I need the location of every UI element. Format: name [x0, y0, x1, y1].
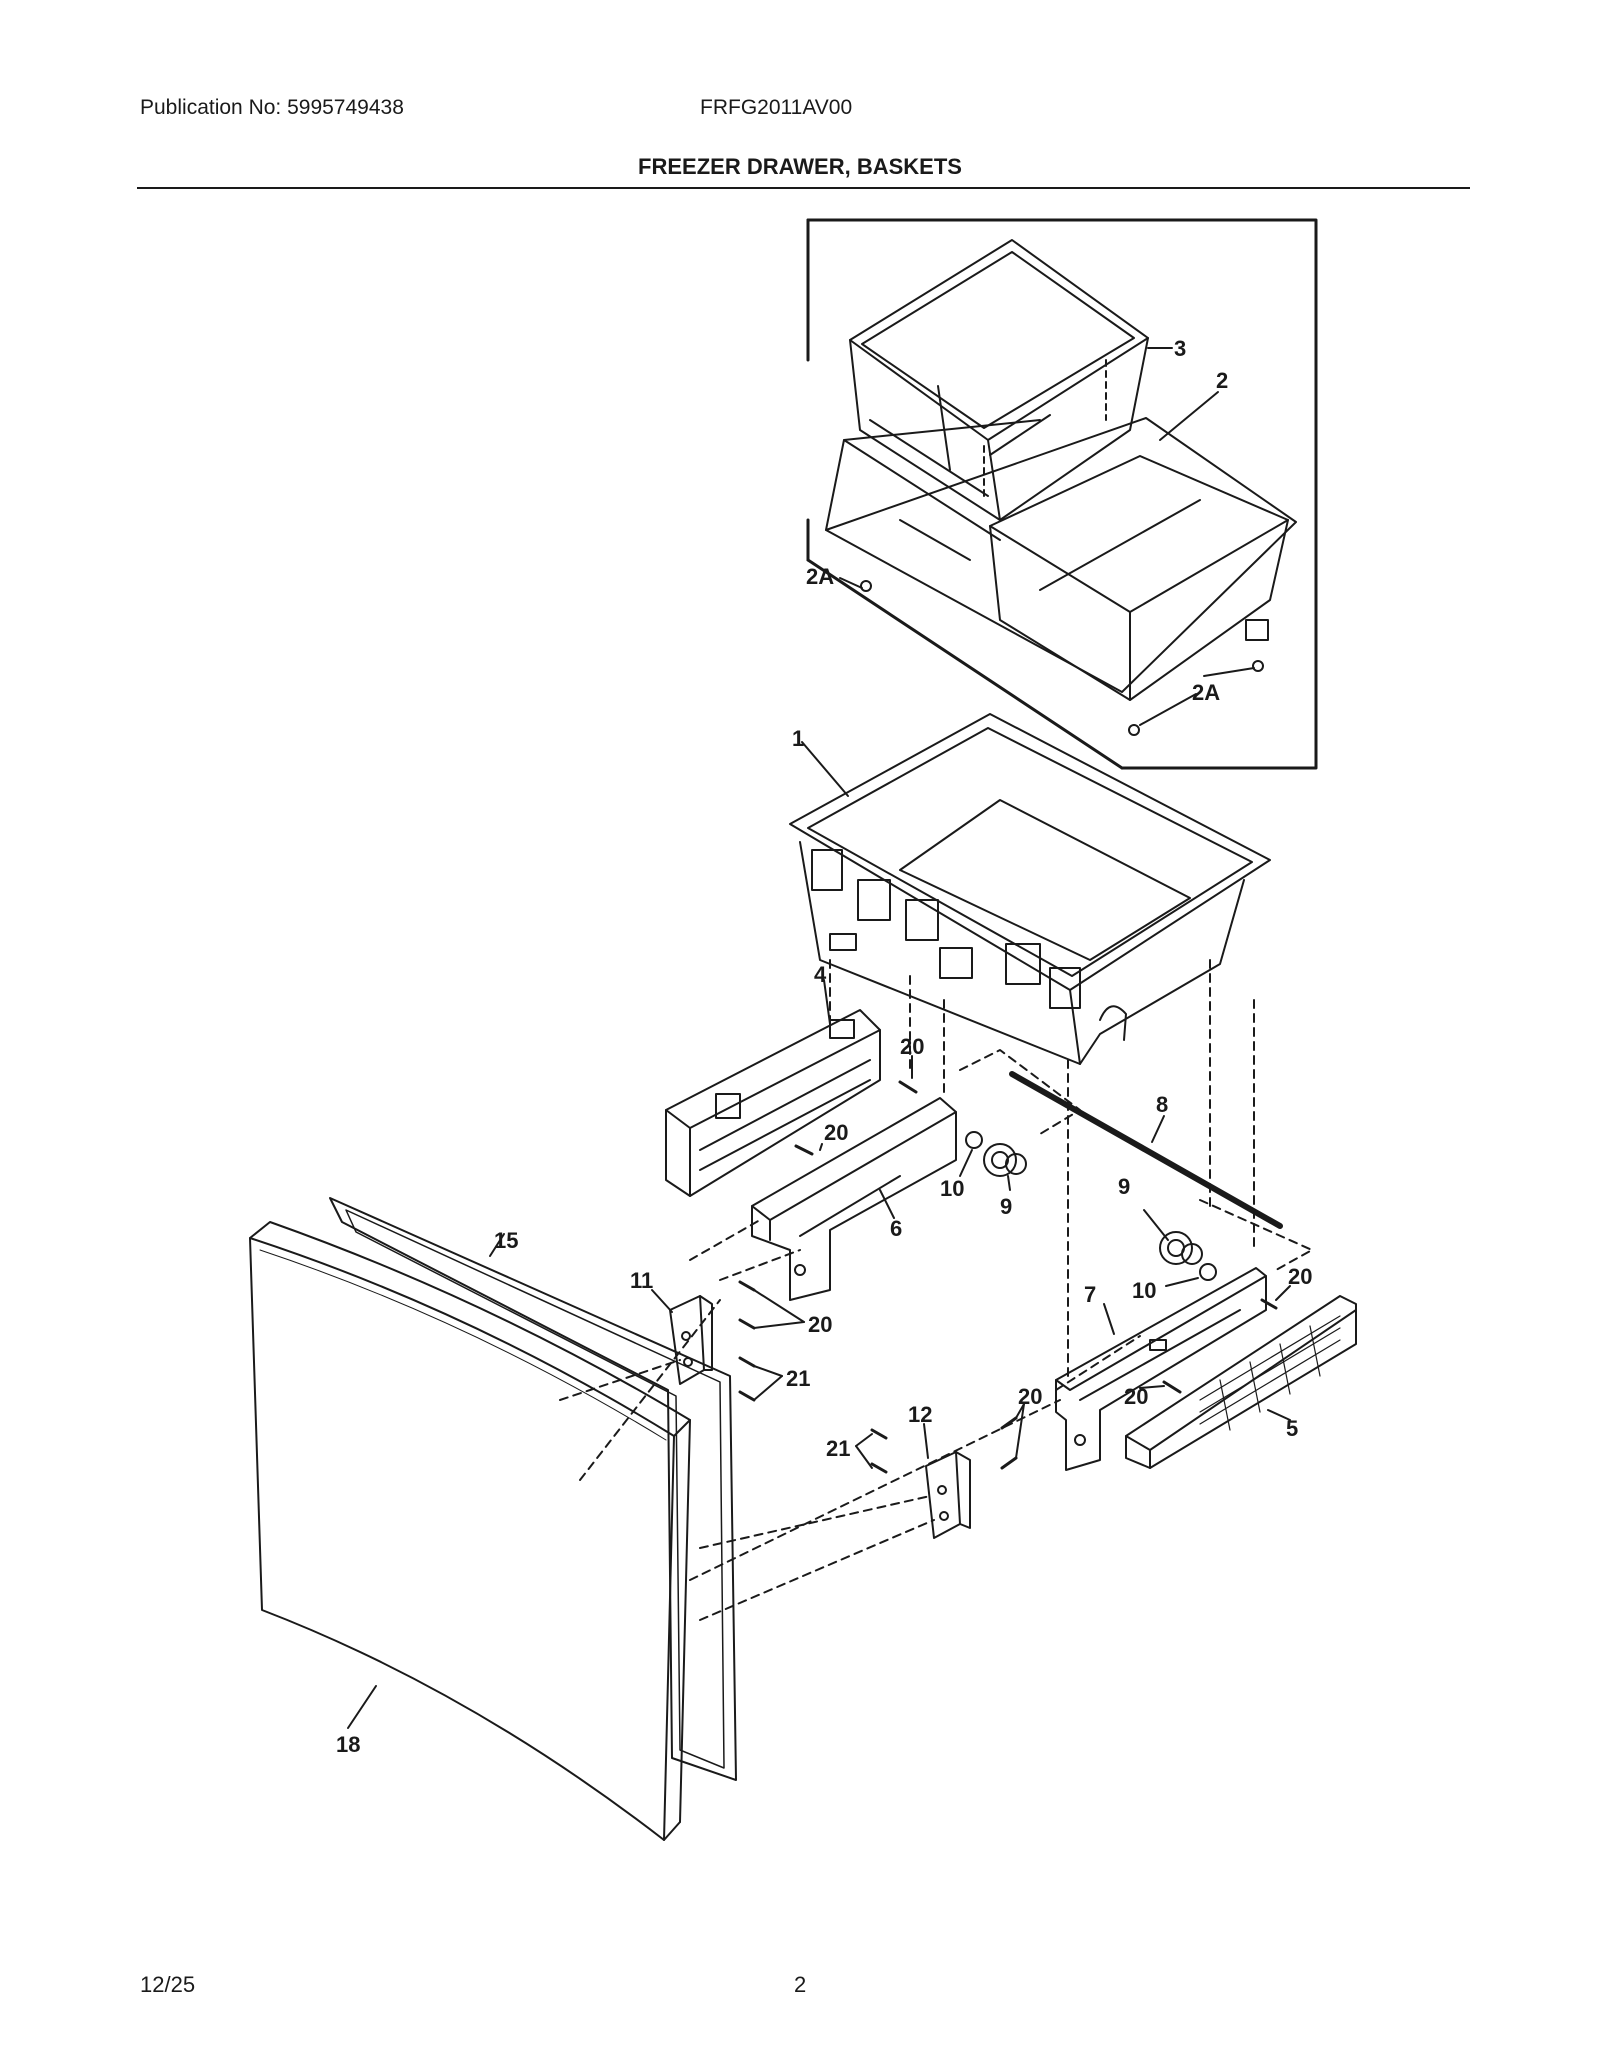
washer-part-10-left — [965, 1131, 983, 1149]
footer-page-number: 2 — [794, 1972, 807, 1997]
upper-basket-part-3 — [849, 239, 1149, 521]
callout-5: 5 — [1286, 1416, 1298, 1441]
leader-9-right — [1143, 1209, 1169, 1241]
callout-18: 18 — [336, 1732, 360, 1757]
door-gasket-part-15 — [329, 1197, 737, 1781]
leader-6 — [879, 1189, 895, 1219]
lower-basket-part-2 — [825, 417, 1297, 736]
publication-number: Publication No: 5995749438 — [140, 96, 404, 119]
leader-2a-left — [839, 577, 863, 589]
leader-8 — [1151, 1115, 1165, 1143]
right-slide-part-5 — [1125, 1295, 1357, 1469]
callout-12: 12 — [908, 1402, 932, 1427]
leader-10-left — [959, 1149, 973, 1177]
rod-part-8 — [1009, 1071, 1283, 1229]
screw-leaders — [753, 1055, 1291, 1469]
callout-1: 1 — [792, 726, 804, 751]
gear-part-9-left — [983, 1143, 1027, 1177]
left-slide-part-4 — [665, 1009, 881, 1197]
callout-20-c: 20 — [1288, 1264, 1312, 1289]
header-rule — [137, 187, 1470, 189]
left-hinge-part-11 — [669, 1295, 713, 1385]
callout-7: 7 — [1084, 1282, 1096, 1307]
gear-part-9-right — [1159, 1231, 1203, 1265]
leader-2a-right-b — [1203, 667, 1255, 677]
leader-2a-right — [1139, 693, 1197, 726]
callout-6: 6 — [890, 1216, 902, 1241]
leader-15 — [489, 1233, 505, 1257]
callout-10-right: 10 — [1132, 1278, 1156, 1303]
bin-guide-lines — [829, 959, 1313, 1381]
door-panel-part-18 — [249, 1221, 691, 1841]
right-slide-bracket-part-7 — [1055, 1267, 1267, 1471]
footer-date: 12/25 — [140, 1972, 196, 1997]
screws — [738, 1080, 1278, 1474]
callout-2a-right: 2A — [1192, 680, 1220, 705]
right-hinge-part-12 — [925, 1451, 971, 1539]
callout-9-right: 9 — [1118, 1174, 1130, 1199]
leader-9-left — [1007, 1175, 1011, 1191]
leader-2 — [1159, 391, 1219, 441]
callout-20-f: 20 — [1124, 1384, 1148, 1409]
callout-15: 15 — [494, 1228, 518, 1253]
callout-4: 4 — [814, 962, 827, 987]
basket-inset — [806, 218, 1318, 770]
leader-10-right — [1165, 1277, 1199, 1287]
callout-10-left: 10 — [940, 1176, 964, 1201]
callout-9-left: 9 — [1000, 1194, 1012, 1219]
callout-3: 3 — [1174, 336, 1186, 361]
leader-7 — [1103, 1303, 1115, 1335]
model-number: FRFG2011AV00 — [700, 96, 853, 119]
callout-11: 11 — [630, 1268, 653, 1293]
page-title: FREEZER DRAWER, BASKETS — [638, 154, 962, 179]
leader-5 — [1267, 1409, 1291, 1421]
washer-part-10-right — [1199, 1263, 1217, 1281]
callout-2a-left: 2A — [806, 564, 834, 589]
leader-11 — [651, 1289, 673, 1313]
leader-1 — [801, 741, 849, 797]
leader-12 — [923, 1423, 929, 1459]
callout-8: 8 — [1156, 1092, 1168, 1117]
callout-2: 2 — [1216, 368, 1228, 393]
callout-20-e: 20 — [1018, 1384, 1042, 1409]
drawer-bin-part-1 — [789, 713, 1271, 1065]
callout-20-a: 20 — [900, 1034, 924, 1059]
callout-21-right: 21 — [826, 1436, 850, 1461]
leader-18 — [347, 1685, 377, 1729]
callout-21-left: 21 — [786, 1366, 810, 1391]
callout-20-b: 20 — [824, 1120, 848, 1145]
left-slide-bracket-part-6 — [751, 1097, 957, 1301]
callout-20-d: 20 — [808, 1312, 832, 1337]
leader-4 — [823, 979, 831, 1025]
